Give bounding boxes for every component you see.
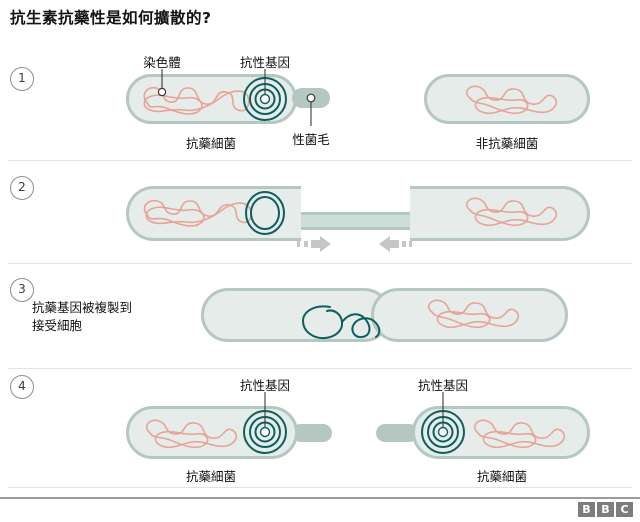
caption-non-resistant-bacterium-step1: 非抗藥細菌 bbox=[475, 136, 539, 151]
caption-resistant-bacterium-step1: 抗藥細菌 bbox=[185, 136, 237, 151]
cell-resistant-step1 bbox=[126, 74, 297, 124]
step-number-2: 2 bbox=[10, 176, 34, 200]
bbc-logo-letter-b2: B bbox=[597, 502, 614, 517]
label-resistance-gene: 抗性基因 bbox=[239, 55, 291, 70]
cell-resistant-left-step4 bbox=[126, 406, 298, 459]
step-number-3: 3 bbox=[10, 278, 34, 302]
cell-non-resistant-step1 bbox=[424, 74, 590, 124]
sex-pilus-left-step4 bbox=[292, 424, 332, 442]
divider-step3 bbox=[8, 368, 632, 369]
sex-pilus-right-step4 bbox=[376, 424, 418, 442]
cell-merged-left-step3 bbox=[201, 288, 391, 342]
bbc-logo: B B C bbox=[578, 502, 633, 517]
conjugation-bridge bbox=[296, 212, 414, 230]
label-resistance-gene-left-step4: 抗性基因 bbox=[239, 378, 291, 393]
divider-step4 bbox=[8, 487, 632, 488]
cell-resistant-right-step4 bbox=[412, 406, 590, 459]
step-number-4: 4 bbox=[10, 375, 34, 399]
bbc-logo-letter-c: C bbox=[616, 502, 633, 517]
step-number-1: 1 bbox=[10, 67, 34, 91]
label-resistance-gene-right-step4: 抗性基因 bbox=[417, 378, 469, 393]
divider-step2 bbox=[8, 263, 632, 264]
sex-pilus-step1 bbox=[292, 88, 330, 108]
bbc-logo-letter-b1: B bbox=[578, 502, 595, 517]
label-chromosome: 染色體 bbox=[143, 55, 181, 70]
footer-rule bbox=[0, 497, 640, 499]
caption-resistant-bacterium-left-step4: 抗藥細菌 bbox=[185, 469, 237, 484]
page-title: 抗生素抗藥性是如何擴散的? bbox=[10, 9, 212, 27]
divider-step1 bbox=[8, 160, 632, 161]
caption-resistant-bacterium-right-step4: 抗藥細菌 bbox=[476, 469, 528, 484]
cell-recipient-step2 bbox=[410, 186, 590, 241]
step3-caption: 抗藥基因被複製到 接受細胞 bbox=[32, 300, 133, 333]
label-sex-pilus: 性菌毛 bbox=[292, 132, 330, 147]
cell-donor-step2 bbox=[126, 186, 301, 241]
cell-merged-right-step3 bbox=[371, 288, 568, 342]
